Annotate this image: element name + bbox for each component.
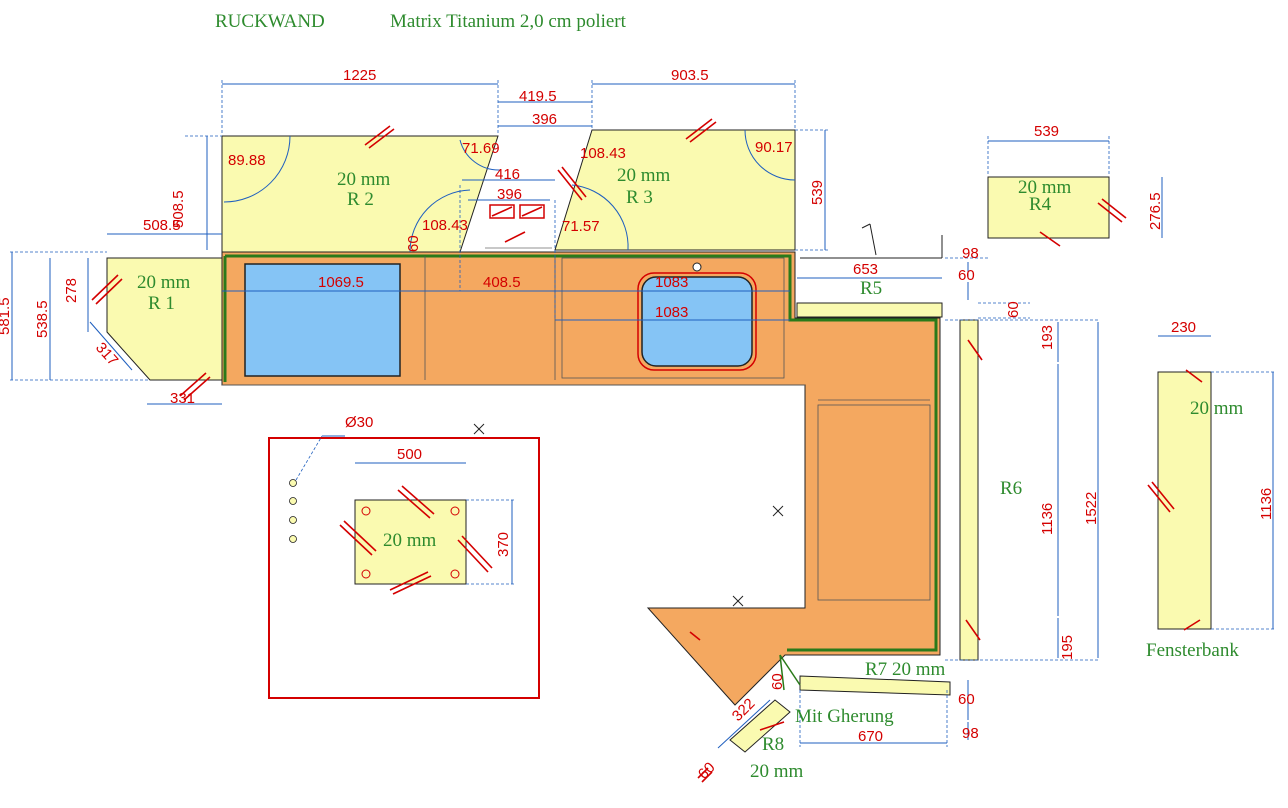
svg-text:60: 60 xyxy=(958,267,975,284)
cutout-marker-b xyxy=(519,204,545,219)
cutout-marker-a xyxy=(489,204,515,219)
dimension-labels: 1225 419.5 903.5 396 416 396 508.5 508.5… xyxy=(0,67,1275,783)
plate-detail: 20 mm Ø30 xyxy=(268,414,540,699)
svg-text:278: 278 xyxy=(63,278,80,303)
svg-text:Fensterbank: Fensterbank xyxy=(1146,640,1239,661)
svg-text:60: 60 xyxy=(695,759,719,783)
svg-text:71.57: 71.57 xyxy=(562,218,600,235)
svg-text:60: 60 xyxy=(1005,301,1022,318)
svg-text:1136: 1136 xyxy=(1258,488,1275,520)
svg-text:71.69: 71.69 xyxy=(462,140,500,157)
svg-text:508.5: 508.5 xyxy=(143,217,181,234)
svg-text:331: 331 xyxy=(170,390,195,407)
svg-text:419.5: 419.5 xyxy=(519,88,557,105)
svg-text:R4: R4 xyxy=(1029,194,1052,215)
svg-text:90.17: 90.17 xyxy=(755,139,793,156)
svg-text:670: 670 xyxy=(858,728,883,745)
sink-right-cutout xyxy=(637,272,757,371)
cross-markers xyxy=(473,423,784,607)
svg-text:396: 396 xyxy=(532,111,557,128)
svg-text:276.5: 276.5 xyxy=(1147,192,1164,230)
svg-text:1083: 1083 xyxy=(655,274,688,291)
svg-text:60: 60 xyxy=(958,691,975,708)
svg-text:20 mm: 20 mm xyxy=(750,761,804,782)
svg-text:539: 539 xyxy=(809,180,826,205)
svg-text:1069.5: 1069.5 xyxy=(318,274,364,291)
svg-text:20 mm: 20 mm xyxy=(383,530,437,551)
svg-text:903.5: 903.5 xyxy=(671,67,709,84)
r7-label: R7 20 mm xyxy=(865,659,945,680)
svg-text:108.43: 108.43 xyxy=(422,217,468,234)
svg-text:108.43: 108.43 xyxy=(580,145,626,162)
piece-r7: R7 20 mm xyxy=(799,659,951,696)
svg-text:60: 60 xyxy=(405,235,422,252)
svg-text:89.88: 89.88 xyxy=(228,152,266,169)
svg-text:98: 98 xyxy=(962,245,979,262)
svg-text:581.5: 581.5 xyxy=(0,297,13,335)
mitre-note: Mit Gherung xyxy=(795,706,894,727)
svg-text:20 mm: 20 mm xyxy=(1190,398,1244,419)
svg-text:416: 416 xyxy=(495,166,520,183)
piece-r1: 20 mm R 1 xyxy=(91,257,223,401)
svg-text:538.5: 538.5 xyxy=(34,300,51,338)
svg-text:370: 370 xyxy=(495,532,512,557)
svg-text:Ø30: Ø30 xyxy=(345,414,373,431)
svg-text:653: 653 xyxy=(853,261,878,278)
sink-right xyxy=(641,276,753,367)
tap-hole xyxy=(692,262,702,272)
svg-text:1083: 1083 xyxy=(655,304,688,321)
piece-r5: R5 xyxy=(796,278,943,318)
svg-text:R8: R8 xyxy=(762,734,784,755)
sink-left xyxy=(244,263,401,377)
svg-text:R 2: R 2 xyxy=(347,189,374,210)
svg-text:195: 195 xyxy=(1059,635,1076,660)
dimension-lines xyxy=(10,80,1276,749)
svg-text:408.5: 408.5 xyxy=(483,274,521,291)
piece-fensterbank: 20 mm Fensterbank xyxy=(1146,369,1244,661)
svg-text:1225: 1225 xyxy=(343,67,376,84)
svg-text:230: 230 xyxy=(1171,319,1196,336)
svg-text:60: 60 xyxy=(769,673,786,690)
svg-text:539: 539 xyxy=(1034,123,1059,140)
svg-text:R5: R5 xyxy=(860,278,882,299)
svg-text:20 mm: 20 mm xyxy=(1018,177,1072,198)
svg-text:20 mm: 20 mm xyxy=(337,169,391,190)
svg-text:R6: R6 xyxy=(1000,478,1022,499)
svg-text:1522: 1522 xyxy=(1083,492,1100,525)
svg-text:98: 98 xyxy=(962,725,979,742)
sketch-marker xyxy=(800,223,943,259)
material-title: Matrix Titanium 2,0 cm poliert xyxy=(390,11,627,32)
svg-text:R 1: R 1 xyxy=(148,293,175,314)
backsplash-title: RUCKWAND xyxy=(215,11,325,32)
svg-text:20 mm: 20 mm xyxy=(137,272,191,293)
svg-text:193: 193 xyxy=(1039,325,1056,350)
piece-r6: R6 xyxy=(959,319,1022,661)
svg-text:R 3: R 3 xyxy=(626,187,653,208)
main-countertop xyxy=(221,251,941,706)
piece-r4: 20 mm R4 xyxy=(987,176,1127,247)
piece-r8: R8 20 mm xyxy=(697,699,804,783)
svg-text:500: 500 xyxy=(397,446,422,463)
svg-text:1136: 1136 xyxy=(1039,503,1056,535)
svg-text:508.5: 508.5 xyxy=(170,190,187,228)
svg-text:396: 396 xyxy=(497,186,522,203)
svg-text:20 mm: 20 mm xyxy=(617,165,671,186)
